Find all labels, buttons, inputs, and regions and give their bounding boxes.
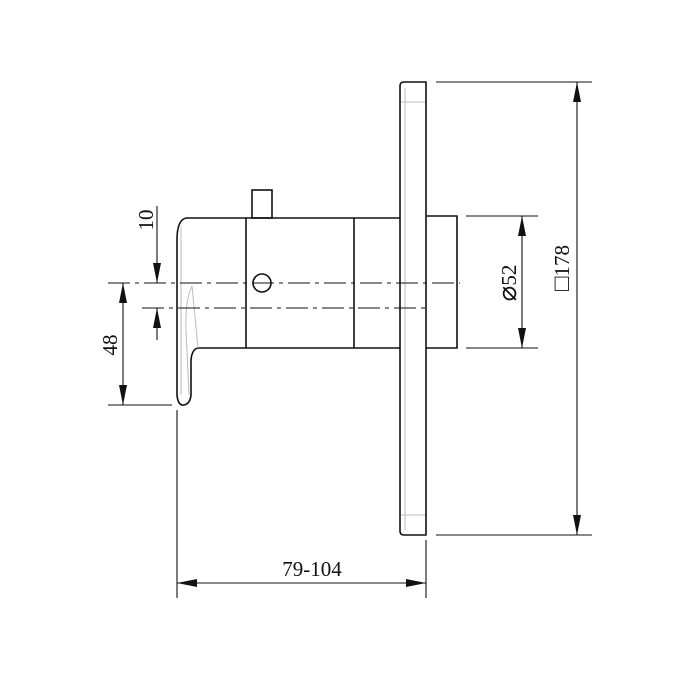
dimension-52: ⌀52 <box>466 215 538 349</box>
dimension-label-10: 10 <box>134 210 158 231</box>
wall-plate <box>399 81 427 536</box>
lever-handle <box>176 217 199 406</box>
dimension-48: 48 <box>98 283 172 406</box>
valve-body <box>186 189 458 349</box>
dimension-label-178: □178 <box>549 245 575 291</box>
dimension-178: □178 <box>436 81 592 536</box>
dimension-79-104: 79-104 <box>176 410 427 598</box>
dimension-10: 10 <box>134 206 161 340</box>
temperature-stop-knob <box>251 189 273 219</box>
dimension-label-79-104: 79-104 <box>282 557 342 581</box>
dimension-label-48: 48 <box>98 335 122 356</box>
dimension-label-52: ⌀52 <box>493 265 522 302</box>
